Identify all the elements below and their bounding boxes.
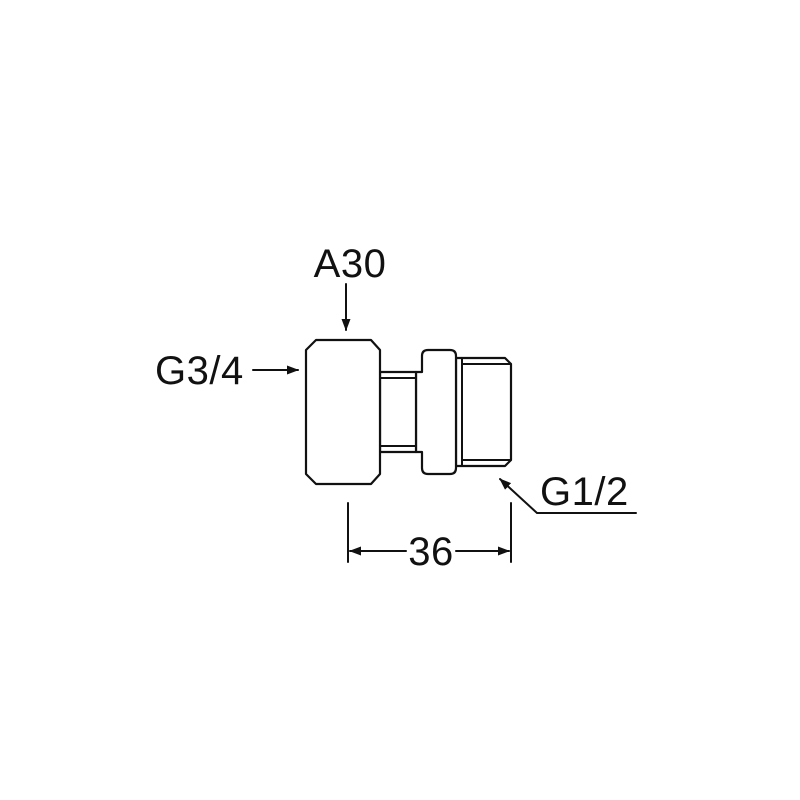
g12-leader-arrow — [499, 478, 637, 514]
outlet-thread-tip — [454, 356, 513, 468]
hex-nut — [304, 338, 382, 486]
dimension-g34: G3/4 — [155, 349, 299, 393]
g34-label: G3/4 — [155, 349, 244, 393]
dimension-a30: A30 — [314, 242, 387, 331]
a30-label: A30 — [314, 242, 387, 286]
dimension-36: 36 — [347, 502, 512, 574]
length-label: 36 — [408, 530, 454, 574]
g12-label: G1/2 — [540, 470, 629, 514]
dimension-g12: G1/2 — [499, 470, 637, 514]
collar — [414, 348, 458, 476]
neck — [378, 370, 418, 454]
